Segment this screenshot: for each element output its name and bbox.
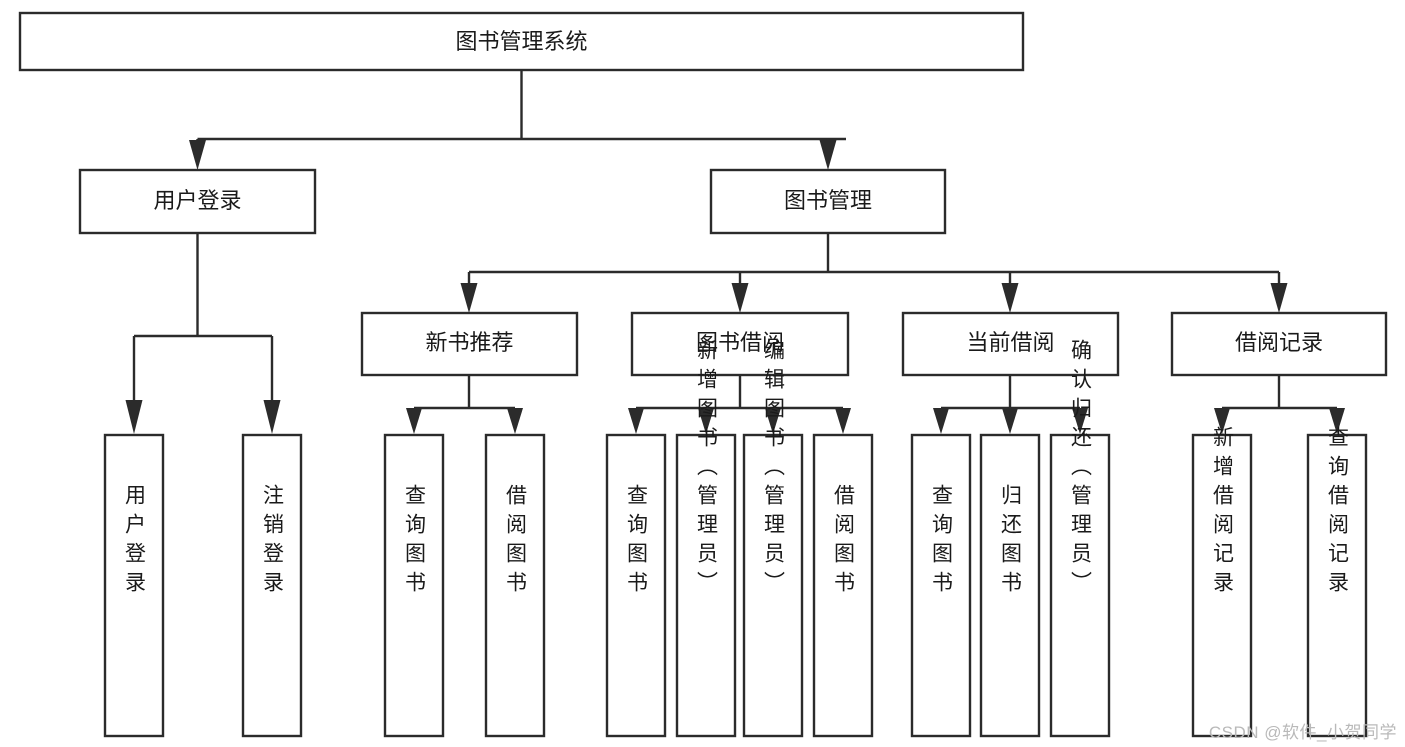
leaf-bw-add-book-admin[interactable]: 新增图书（管理员） xyxy=(675,339,737,738)
arrow-head-cb-leaf3 xyxy=(1072,408,1088,434)
node-user-login-box xyxy=(78,168,317,235)
arrow-head-user-login xyxy=(189,140,206,170)
arrow-head-level2-current xyxy=(1001,283,1019,313)
leaf-rc-add-record-label: 新增借阅记录 xyxy=(1211,426,1235,600)
leaf-nb-search-book-box xyxy=(383,433,445,738)
leaf-nb-search-book-label: 查询图书 xyxy=(403,484,427,600)
node-book-borrowing-label: 图书借阅 xyxy=(696,330,784,355)
arrow-head-ul-leaf1 xyxy=(125,400,143,434)
connectors-new-book-to-leaves xyxy=(406,375,523,434)
node-user-login[interactable]: 用户登录 xyxy=(78,168,317,235)
connectors-book-mgmt-to-level2 xyxy=(460,233,1288,313)
leaf-bw-borrow-book[interactable]: 借阅图书 xyxy=(812,433,874,738)
leaf-cb-return-book[interactable]: 归还图书 xyxy=(979,433,1041,738)
leaf-nb-search-book[interactable]: 查询图书 xyxy=(383,433,445,738)
arrow-head-level2-new-book xyxy=(460,283,478,313)
leaf-rc-search-record-box xyxy=(1306,433,1368,738)
node-root-box xyxy=(18,11,1025,72)
connectors-record-to-leaves xyxy=(1214,375,1345,434)
node-new-book-recommendation-label: 新书推荐 xyxy=(425,330,513,355)
leaf-rc-add-record-box xyxy=(1191,433,1253,738)
leaf-cb-confirm-return-admin-box xyxy=(1049,433,1111,738)
leaf-logout-box xyxy=(241,433,303,738)
node-user-login-label: 用户登录 xyxy=(153,188,241,213)
arrow-head-bw-leaf4 xyxy=(835,408,851,434)
arrow-head-cb-leaf1 xyxy=(933,408,949,434)
leaf-cb-confirm-return-admin-label: 确认归还（管理员） xyxy=(1069,339,1093,600)
leaf-cb-search-book-label: 查询图书 xyxy=(930,484,954,600)
arrow-head-nb-leaf2 xyxy=(507,408,523,434)
leaf-rc-search-record-label: 查询借阅记录 xyxy=(1326,426,1350,600)
connectors-borrow-to-leaves xyxy=(628,375,851,434)
leaf-cb-search-book[interactable]: 查询图书 xyxy=(910,433,972,738)
leaf-user-login[interactable]: 用户登录 xyxy=(103,433,165,738)
leaf-bw-add-book-admin-label: 新增图书（管理员） xyxy=(695,339,719,600)
node-current-borrowing-box xyxy=(901,311,1120,377)
node-book-management-box xyxy=(709,168,947,235)
node-new-book-recommendation[interactable]: 新书推荐 xyxy=(360,311,579,377)
leaf-logout-label: 注销登录 xyxy=(261,484,285,600)
leaf-nb-borrow-book-label: 借阅图书 xyxy=(504,484,528,600)
leaf-rc-add-record[interactable]: 新增借阅记录 xyxy=(1191,426,1253,738)
node-book-management[interactable]: 图书管理 xyxy=(709,168,947,235)
connectors-user-login-to-leaves xyxy=(125,233,281,434)
leaf-cb-confirm-return-admin[interactable]: 确认归还（管理员） xyxy=(1049,339,1111,738)
arrow-head-nb-leaf1 xyxy=(406,408,422,434)
leaf-bw-borrow-book-box xyxy=(812,433,874,738)
leaf-bw-borrow-book-label: 借阅图书 xyxy=(832,484,856,600)
arrow-head-level2-record xyxy=(1270,283,1288,313)
arrow-head-bw-leaf1 xyxy=(628,408,644,434)
leaf-user-login-box xyxy=(103,433,165,738)
leaf-cb-search-book-box xyxy=(910,433,972,738)
leaf-bw-search-book-label: 查询图书 xyxy=(625,484,649,600)
leaf-user-login-label: 用户登录 xyxy=(123,484,147,600)
arrow-head-bw-leaf2 xyxy=(698,408,714,434)
leaf-cb-return-book-label: 归还图书 xyxy=(999,484,1023,600)
leaf-bw-edit-book-admin-box xyxy=(742,433,804,738)
node-book-management-label: 图书管理 xyxy=(784,188,872,213)
leaf-rc-search-record[interactable]: 查询借阅记录 xyxy=(1306,426,1368,738)
node-current-borrowing-label: 当前借阅 xyxy=(966,330,1054,355)
leaf-nb-borrow-book-box xyxy=(484,433,546,738)
connectors-root-to-level1 xyxy=(189,70,846,170)
leaf-cb-return-book-box xyxy=(979,433,1041,738)
arrow-head-rc-leaf1 xyxy=(1214,408,1230,434)
leaf-bw-add-book-admin-box xyxy=(675,433,737,738)
node-book-borrowing-box xyxy=(630,311,850,377)
connectors-current-to-leaves xyxy=(933,375,1088,434)
leaf-logout[interactable]: 注销登录 xyxy=(241,433,303,738)
node-current-borrowing[interactable]: 当前借阅 xyxy=(901,311,1120,377)
node-book-borrowing[interactable]: 图书借阅 xyxy=(630,311,850,377)
leaf-nb-borrow-book[interactable]: 借阅图书 xyxy=(484,433,546,738)
arrow-head-book-mgmt xyxy=(819,140,837,170)
node-root-label: 图书管理系统 xyxy=(455,29,587,54)
node-root-book-management-system[interactable]: 图书管理系统 xyxy=(18,11,1025,72)
node-borrowing-record-label: 借阅记录 xyxy=(1235,330,1323,355)
leaf-bw-search-book[interactable]: 查询图书 xyxy=(605,433,667,738)
leaf-bw-edit-book-admin-label: 编辑图书（管理员） xyxy=(762,339,786,600)
node-borrowing-record-box xyxy=(1170,311,1388,377)
arrow-head-ul-leaf2 xyxy=(263,400,281,434)
arrow-head-cb-leaf2 xyxy=(1002,408,1018,434)
leaf-bw-edit-book-admin[interactable]: 编辑图书（管理员） xyxy=(742,339,804,738)
node-new-book-recommendation-box xyxy=(360,311,579,377)
arrow-head-bw-leaf3 xyxy=(765,408,781,434)
arrow-head-level2-borrow xyxy=(731,283,749,313)
leaf-bw-search-book-box xyxy=(605,433,667,738)
arrow-head-rc-leaf2 xyxy=(1329,408,1345,434)
node-borrowing-record[interactable]: 借阅记录 xyxy=(1170,311,1388,377)
